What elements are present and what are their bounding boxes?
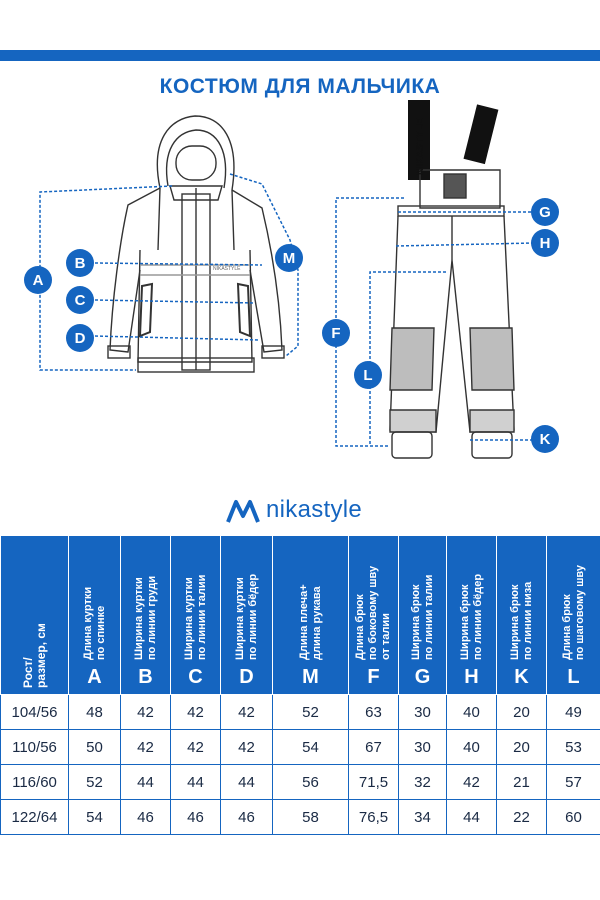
- cell: 53: [546, 729, 600, 765]
- cell: 54: [272, 729, 349, 765]
- cell: 57: [546, 764, 600, 800]
- cell: 48: [68, 694, 121, 730]
- svg-text:D: D: [75, 330, 86, 347]
- cell: 44: [446, 799, 497, 835]
- cell: 63: [348, 694, 399, 730]
- nikastyle-logo-icon: [226, 500, 260, 523]
- cell: 58: [272, 799, 349, 835]
- table-row: 122/64 54 46 46 46 58 76,5 34 44 22 60: [0, 799, 600, 835]
- marker-d: D: [66, 324, 94, 352]
- cell: 52: [272, 694, 349, 730]
- marker-b: B: [66, 249, 94, 277]
- cell: 44: [120, 764, 171, 800]
- cell: 40: [446, 729, 497, 765]
- marker-c: C: [66, 286, 94, 314]
- page-title: КОСТЮМ ДЛЯ МАЛЬЧИКА: [159, 75, 441, 98]
- cell: 56: [272, 764, 349, 800]
- marker-m: M: [275, 244, 303, 272]
- cell: 42: [170, 729, 221, 765]
- cell: 44: [220, 764, 273, 800]
- cell: 20: [496, 694, 547, 730]
- table-row: 104/56 48 42 42 42 52 63 30 40 20 49: [0, 694, 600, 730]
- cell: 30: [398, 694, 447, 730]
- svg-text:F: F: [331, 325, 340, 342]
- cell: 76,5: [348, 799, 399, 835]
- cell: 46: [220, 799, 273, 835]
- cell: 42: [120, 729, 171, 765]
- marker-h: H: [531, 229, 559, 257]
- garment-diagram: NIKASTYLE NIKASTYLE: [24, 100, 559, 459]
- cell: 42: [220, 729, 273, 765]
- cell: 20: [496, 729, 547, 765]
- cell: 71,5: [348, 764, 399, 800]
- row-size: 104/56: [0, 694, 69, 730]
- jacket-brand-print: NIKASTYLE: [213, 266, 241, 272]
- cell: 21: [496, 764, 547, 800]
- cell: 54: [68, 799, 121, 835]
- cell: 52: [68, 764, 121, 800]
- row-size: 116/60: [0, 764, 69, 800]
- cell: 32: [398, 764, 447, 800]
- jacket-drawing: [107, 115, 285, 373]
- cell: 44: [170, 764, 221, 800]
- cell: 60: [546, 799, 600, 835]
- table-row: 116/60 52 44 44 44 56 71,5 32 42 21 57: [0, 764, 600, 800]
- cell: 50: [68, 729, 121, 765]
- svg-text:C: C: [75, 292, 86, 309]
- cell: 49: [546, 694, 600, 730]
- cell: 46: [170, 799, 221, 835]
- pants-drawing: [389, 100, 515, 459]
- svg-text:H: H: [540, 235, 551, 252]
- svg-text:B: B: [75, 255, 86, 272]
- row-size: 110/56: [0, 729, 69, 765]
- header-height-size: Рост/ размер, см: [0, 535, 69, 695]
- strap-left-print: NIKASTYLE: [415, 118, 426, 175]
- cell: 46: [120, 799, 171, 835]
- svg-text:K: K: [540, 431, 551, 448]
- svg-text:M: M: [283, 250, 296, 267]
- cell: 42: [170, 694, 221, 730]
- svg-text:G: G: [539, 204, 551, 221]
- cell: 42: [220, 694, 273, 730]
- cell: 42: [120, 694, 171, 730]
- cell: 34: [398, 799, 447, 835]
- table-row: 110/56 50 42 42 42 54 67 30 40 20 53: [0, 729, 600, 765]
- svg-text:A: A: [33, 272, 44, 289]
- cell: 67: [348, 729, 399, 765]
- marker-k: K: [531, 425, 559, 453]
- top-accent-bar: [0, 50, 600, 61]
- row-size: 122/64: [0, 799, 69, 835]
- marker-a: A: [24, 266, 52, 294]
- marker-f: F: [322, 319, 350, 347]
- marker-l: L: [354, 361, 382, 389]
- marker-g: G: [531, 198, 559, 226]
- cell: 42: [446, 764, 497, 800]
- svg-text:L: L: [363, 367, 372, 384]
- brand-name: nikastyle: [266, 496, 363, 523]
- cell: 40: [446, 694, 497, 730]
- brand-logo: nikastyle: [0, 496, 600, 526]
- cell: 22: [496, 799, 547, 835]
- cell: 30: [398, 729, 447, 765]
